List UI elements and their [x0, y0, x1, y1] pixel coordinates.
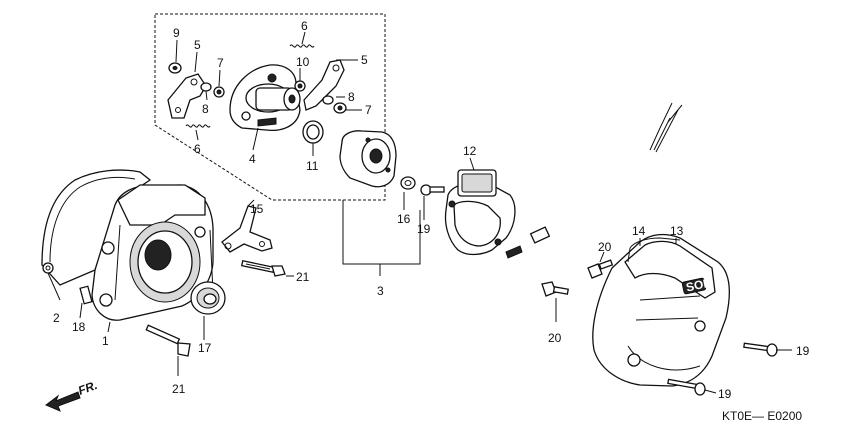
- washer-9-right: [294, 80, 306, 92]
- callout-19-upper: 19: [796, 344, 810, 358]
- callout-9-right: 10: [296, 55, 310, 69]
- wiring-harness: [499, 102, 683, 259]
- washer-15: [400, 176, 416, 190]
- callout-8-left: 8: [202, 102, 209, 116]
- callout-13: 14: [632, 224, 646, 238]
- callout-11: 12: [463, 144, 477, 158]
- crankcase-cover: [41, 169, 214, 321]
- governor-weight-5-right: [303, 59, 345, 111]
- front-direction-arrow: [45, 391, 81, 412]
- cover-logo-text: SOI: [685, 277, 708, 295]
- callout-21-lower: 21: [172, 382, 186, 396]
- assembly-group-outline: [154, 13, 386, 201]
- spring-6-upper: [289, 44, 315, 48]
- callout-6-lower: 6: [194, 142, 201, 156]
- callout-10: 11: [306, 159, 319, 173]
- callout-16: 17: [198, 341, 212, 355]
- bolt-20-lower: [541, 281, 569, 297]
- leader-lines: [47, 31, 792, 394]
- washer-9-left: [168, 62, 182, 74]
- callout-20-upper: 20: [598, 240, 612, 254]
- side-cover: SOI: [592, 233, 730, 387]
- washer-8-right: [322, 95, 334, 105]
- screw-19-lower: [667, 378, 706, 396]
- callout-14: 15: [250, 202, 264, 216]
- callout-17: 18: [72, 320, 86, 334]
- callout-5-left: 5: [194, 38, 201, 52]
- callout-2: 2: [53, 311, 60, 325]
- callout-7-left: 7: [217, 56, 224, 70]
- callout-7-right: 7: [365, 103, 372, 117]
- washer-8-left: [200, 82, 212, 92]
- screw-18: [420, 184, 445, 196]
- callout-6-upper: 6: [301, 19, 308, 33]
- callout-21-upper: 21: [296, 270, 310, 284]
- bolt-20-upper: [587, 259, 614, 279]
- clip-7-right: [333, 102, 347, 114]
- flange-bolt-lower: [145, 324, 191, 357]
- callout-19-lower: 19: [718, 387, 732, 401]
- callout-15: 16: [397, 212, 411, 226]
- governor-weight-5-left: [167, 73, 207, 119]
- callout-8-right: 8: [348, 90, 355, 104]
- callout-18: 19: [417, 222, 431, 236]
- callout-labels: 9 5 7 8 6 4 6 10 5 8 7 11 12 14 13 15 16…: [53, 19, 810, 401]
- spring-6-lower: [185, 124, 211, 128]
- flange-bolt-upper: [240, 259, 286, 277]
- callout-20-lower: 20: [548, 331, 562, 345]
- oil-seal: [190, 281, 226, 315]
- clip-7-left: [213, 86, 225, 98]
- gasket-outline: [41, 169, 152, 286]
- screw-19-upper: [743, 342, 778, 357]
- cable-bracket: [221, 205, 273, 253]
- diagram-code: KT0E— E0200: [722, 409, 802, 423]
- callout-5-right: 5: [361, 53, 368, 67]
- callout-3: 3: [377, 284, 384, 298]
- governor-holder-4: [229, 64, 301, 132]
- callout-9-left: 9: [173, 26, 180, 40]
- ignition-coil-plate: [444, 169, 516, 256]
- callout-12: 13: [670, 224, 684, 238]
- front-arrow-label: FR.: [76, 378, 99, 398]
- group-bracket-3: [342, 200, 421, 276]
- rotor-cam: [339, 130, 397, 188]
- callout-1: 1: [102, 334, 109, 348]
- spacer-ring-10: [302, 120, 324, 144]
- callout-4: 4: [249, 152, 256, 166]
